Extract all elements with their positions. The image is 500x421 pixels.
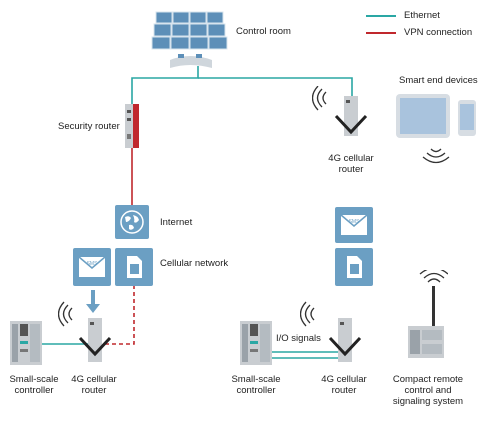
- small-controller-left-label-line2: controller: [14, 385, 54, 396]
- compact-remote-system-label-line2: control and: [404, 385, 452, 396]
- small-controller-right-icon: [240, 321, 272, 370]
- io-signals-label: I/O signals: [276, 333, 321, 344]
- sim-card-icon: [347, 256, 362, 278]
- router-left-icon: [57, 300, 122, 373]
- ethernet-line-control-room: [131, 66, 199, 104]
- smartphone-icon: [458, 100, 476, 141]
- sim-tile-right: [335, 248, 373, 286]
- legend-vpn-label: VPN connection: [404, 27, 473, 38]
- globe-icon: [120, 210, 144, 234]
- cellular-router-top-label-line2: router: [338, 164, 364, 175]
- legend-ethernet-label: Ethernet: [404, 10, 440, 21]
- router-right-icon: [299, 300, 364, 373]
- vpn-line-dashed: [104, 285, 135, 345]
- small-controller-left-label-line1: Small-scale: [9, 374, 59, 385]
- svg-text:SMS: SMS: [87, 261, 99, 267]
- sms-arrow-head: [86, 304, 100, 313]
- sim-card-icon: [127, 256, 142, 278]
- cellular-network-label: Cellular network: [160, 258, 229, 269]
- small-controller-right-label-line2: controller: [236, 385, 276, 396]
- sms-tile-left: SMS: [73, 248, 111, 286]
- tablet-icon: [396, 94, 450, 145]
- compact-remote-system-label-line1: Compact remote: [392, 374, 464, 385]
- router-left-label: 4G cellular router: [66, 374, 122, 396]
- control-room-label: Control room: [236, 26, 291, 37]
- router-right-label: 4G cellular router: [316, 374, 372, 396]
- compact-remote-system-icon: [404, 267, 449, 371]
- smart-end-devices-label: Smart end devices: [399, 75, 478, 86]
- control-room-icon: [150, 10, 232, 79]
- cellular-router-top-icon: [311, 85, 372, 155]
- ethernet-line-top-router: [198, 77, 353, 104]
- small-controller-left-label: Small-scale controller: [6, 374, 62, 396]
- router-left-label-line2: router: [81, 385, 107, 396]
- router-right-label-line2: router: [331, 385, 357, 396]
- cellular-router-top-label: 4G cellular router: [326, 153, 376, 175]
- small-controller-right-label-line1: Small-scale: [231, 374, 281, 385]
- sms-envelope-icon: SMS: [340, 214, 368, 235]
- cellular-router-top-label-line1: 4G cellular: [328, 153, 374, 164]
- wireless-waves-icon: [422, 146, 450, 173]
- legend-vpn-swatch: [366, 32, 396, 34]
- small-controller-right-label: Small-scale controller: [228, 374, 284, 396]
- compact-remote-system-label-line3: signaling system: [392, 396, 464, 407]
- compact-remote-system-label: Compact remote control and signaling sys…: [386, 374, 470, 407]
- sim-tile-center: [115, 248, 153, 286]
- security-router-icon: [125, 104, 139, 153]
- internet-label: Internet: [160, 217, 193, 228]
- sms-envelope-icon: SMS: [78, 256, 106, 277]
- router-right-label-line1: 4G cellular: [321, 374, 367, 385]
- sms-tile-right: SMS: [335, 207, 373, 243]
- small-controller-left-icon: [10, 321, 42, 370]
- legend-ethernet-swatch: [366, 15, 396, 17]
- router-left-label-line1: 4G cellular: [71, 374, 117, 385]
- security-router-label: Security router: [58, 121, 120, 132]
- svg-text:SMS: SMS: [349, 219, 361, 225]
- internet-tile: [115, 205, 149, 239]
